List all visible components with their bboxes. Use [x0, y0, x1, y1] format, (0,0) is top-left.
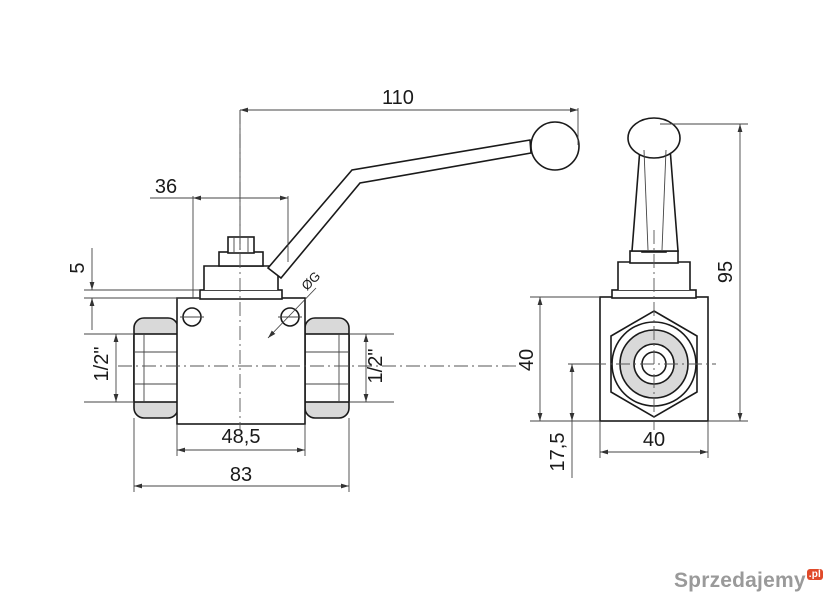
side-handle-knob [627, 117, 681, 159]
dim-36: 36 [155, 176, 177, 198]
front-dimensions: 110 36 5 1/2" 1/2" ØG 48,5 [67, 87, 579, 492]
side-dimensions: 40 17,5 40 95 [516, 123, 748, 478]
dim-side-40-h: 40 [643, 429, 665, 451]
dim-5: 5 [67, 262, 89, 273]
handle-lever [266, 139, 532, 280]
watermark-tld: .pl [806, 569, 823, 580]
side-handle [631, 147, 679, 252]
dim-hole-dia: ØG [298, 268, 323, 293]
dim-17-5: 17,5 [547, 433, 569, 472]
front-view [118, 110, 580, 430]
left-port-nut [133, 317, 179, 419]
dim-110: 110 [382, 87, 414, 109]
watermark-logo: Sprzedajemy.pl [674, 569, 823, 593]
watermark-text: Sprzedajemy [673, 569, 806, 592]
handle-knob [530, 121, 580, 171]
dim-95: 95 [715, 261, 737, 283]
side-view [592, 117, 716, 430]
dim-thread-right: 1/2" [365, 349, 387, 384]
dim-83: 83 [230, 464, 252, 486]
right-port-nut [304, 317, 350, 419]
dim-side-40-v: 40 [516, 349, 538, 371]
dim-48-5: 48,5 [222, 426, 261, 448]
dim-thread-left: 1/2" [91, 347, 113, 382]
